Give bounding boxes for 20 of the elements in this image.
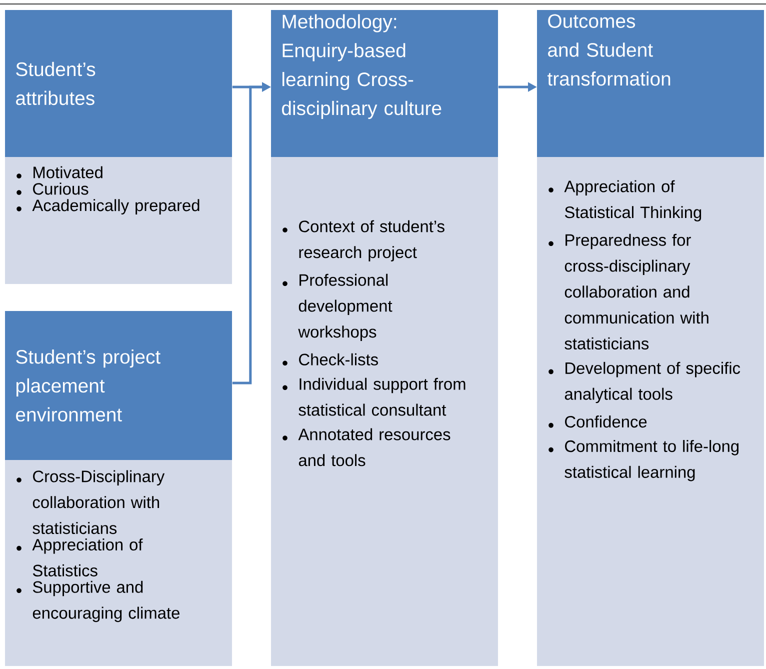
list-item: Check-lists: [299, 353, 378, 366]
list-item: Context of student’s research project: [299, 220, 444, 262]
list-item: Cross-Disciplinary collaboration with statisticians: [32, 470, 165, 534]
list-item: Appreciation of Statistical Thinking: [564, 180, 702, 222]
header-box: Methodology: Enquiry-based learning Cross-disciplinary culture: [271, 10, 498, 157]
header-box: Student’s project placement environment: [5, 311, 232, 460]
list-item: Professional development workshops: [298, 274, 392, 341]
list-item: Preparedness for cross-disciplinary collaboration and communication with statisticians: [564, 234, 708, 350]
list-item: Appreciation of Statistics: [32, 538, 143, 576]
header-box: Student’s attributes: [5, 10, 232, 157]
list-item: Motivated: [34, 166, 102, 178]
list-item: Commitment to life-long statistical learning: [564, 440, 738, 482]
list-item: Confidence: [565, 416, 647, 428]
list-item: Development of specific analytical tools: [564, 362, 740, 404]
list-item: Annotated resources and tools: [298, 428, 450, 466]
list-item: Supportive and encouraging climate: [32, 580, 180, 622]
list-item: Academically prepared: [32, 199, 200, 214]
list-item: Individual support from statistical consultant: [298, 378, 466, 416]
list-item: Curious: [33, 182, 88, 195]
header-box: Outcomes and Student transformation: [537, 10, 764, 157]
